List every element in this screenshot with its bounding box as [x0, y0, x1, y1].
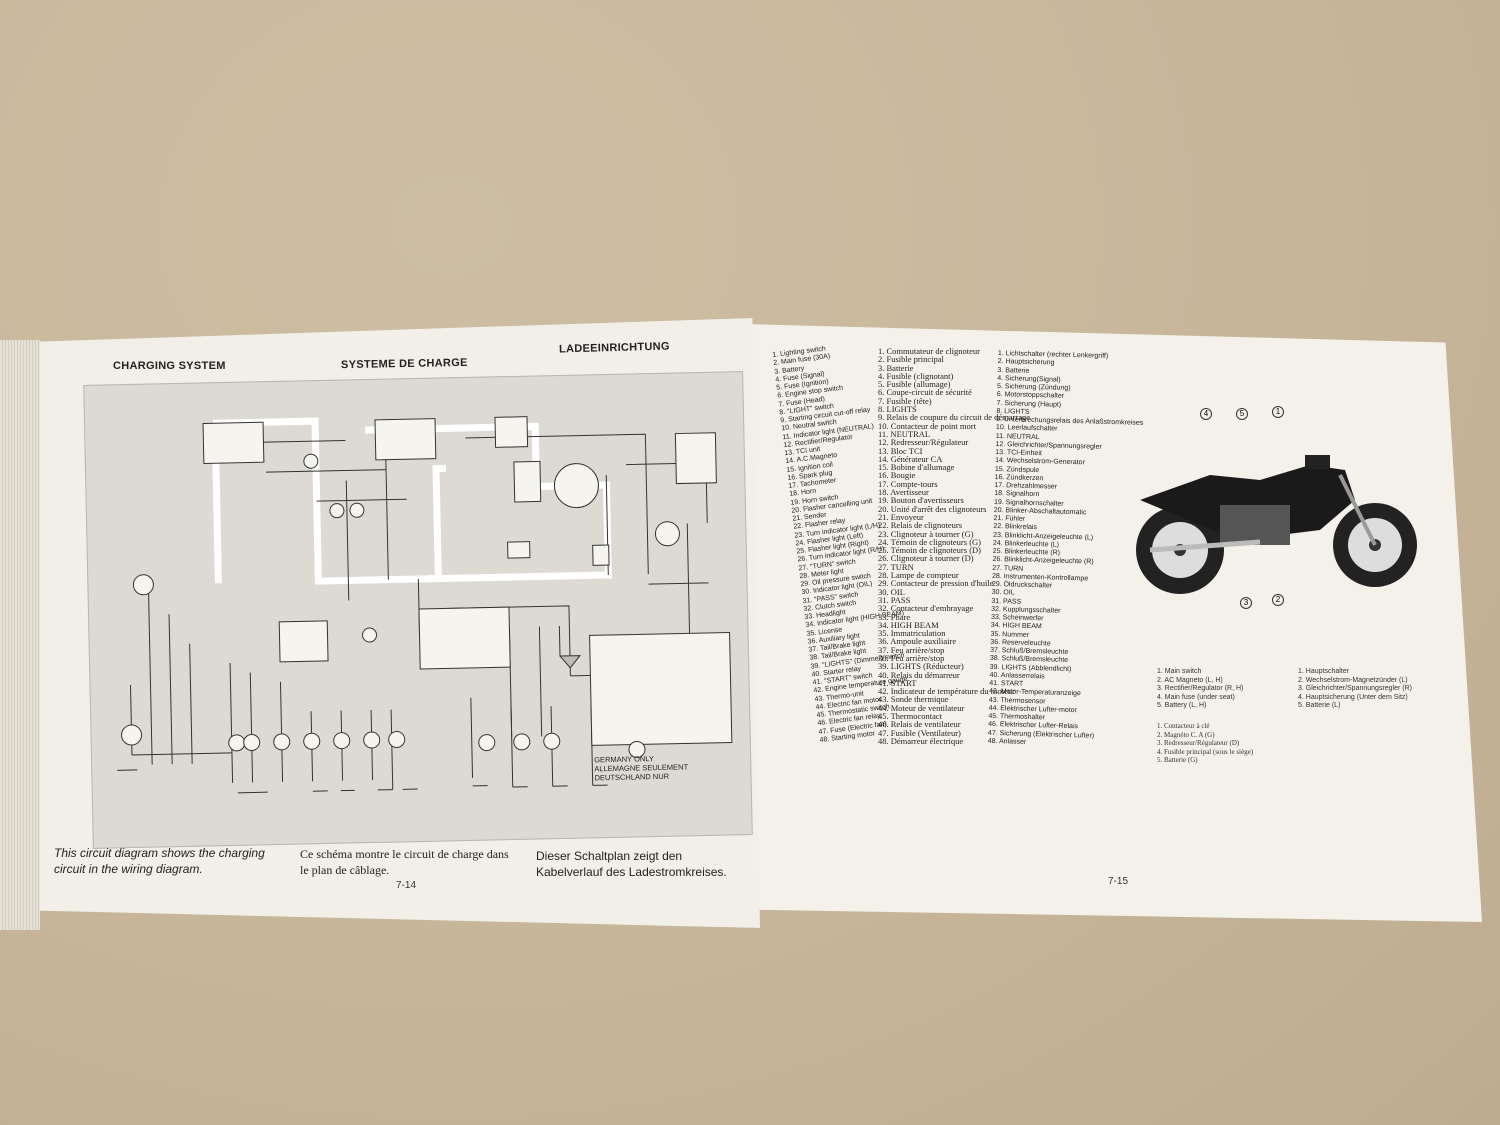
legend-item: 13. Bloc TCI — [878, 445, 923, 456]
fan-motor-symbol — [121, 724, 143, 746]
legend-item: 17. Compte-tours — [878, 478, 938, 489]
wiring-schematic — [117, 416, 733, 794]
legend-item: 20. Unité d'arrêt des clignoteurs — [878, 503, 987, 514]
photo-list-en-item: 1. Main switch — [1157, 668, 1202, 675]
legend-item: 7. Fusible (tête) — [878, 395, 932, 406]
legend-item: 41. START — [878, 677, 917, 688]
photo-list-de-item: 5. Batterie (L) — [1298, 702, 1341, 710]
legend-item: 1. Commutateur de clignoteur — [878, 346, 980, 356]
legend-item: 46. Relais de ventilateur — [878, 719, 961, 730]
photo-list-en-item: 2. AC Magneto (L, H) — [1157, 676, 1223, 684]
legend-item: 36. Ampoule auxiliaire — [878, 636, 957, 647]
legend-item: 23. Clignoteur à tourner (G) — [878, 528, 974, 539]
page-number-right: 7-15 — [1108, 876, 1129, 887]
legend-item: 5. Fusible (allumage) — [878, 379, 951, 390]
legend-item: 30. OIL — [878, 586, 905, 597]
legend-item: 47. Fusible (Ventilateur) — [878, 727, 961, 738]
lighting-switch-box — [202, 421, 265, 464]
callout-1: 1 — [1272, 406, 1284, 418]
photo-list-en-item: 5. Battery (L, H) — [1157, 702, 1207, 710]
legend-item: 45. Thermocontact — [878, 711, 943, 722]
legend-item: 9. Relais de coupure du circuit de démar… — [878, 412, 1030, 423]
turn-switch-box — [418, 606, 511, 670]
legend-item: 37. Feu arrière/stop — [878, 644, 945, 655]
legend-item: 29. Contacteur de pression d'huile — [878, 578, 994, 589]
photo-list-en: 1. Main switch 2. AC Magneto (L, H) 3. R… — [1157, 668, 1243, 711]
legend-item: 25. Témoin de clignoteurs (D) — [878, 545, 982, 556]
legend-item: 6. Coupe-circuit de sécurité — [878, 387, 972, 398]
legend-item: 22. Relais de clignoteurs — [878, 520, 963, 531]
photo-list-fr-item: 3. Redresseur/Régulateur (D) — [1157, 739, 1240, 748]
legend-item: 26. Clignoteur à tourner (D) — [878, 553, 974, 564]
callout-5: 5 — [1236, 408, 1248, 420]
legend-item: 40. Relais du démarreur — [878, 669, 960, 680]
legend-item: 24. Témoin de clignoteurs (G) — [878, 536, 982, 547]
legend-item: 12. Redresseur/Régulateur — [878, 437, 969, 448]
callout-4: 4 — [1200, 408, 1212, 420]
legend-item: 42. Indicateur de température du moteur — [878, 686, 1015, 697]
legend-item: 34. HIGH BEAM — [878, 619, 939, 630]
right-page — [752, 324, 1482, 922]
germany-only-note: GERMANY ONLY ALLEMAGNE SEULEMENT DEUTSCH… — [594, 753, 688, 782]
header-en: CHARGING SYSTEM — [113, 360, 226, 372]
legend-item: 10. Contacteur de point mort — [878, 420, 976, 431]
legend-item: 32. Contacteur d'embrayage — [878, 603, 974, 614]
ignition-coil-box — [674, 432, 717, 485]
germany-only-box — [589, 631, 733, 746]
legend-item: 11. NEUTRAL — [878, 428, 931, 439]
header-fr: SYSTEME DE CHARGE — [340, 356, 468, 372]
photo-list-de-item: 1. Hauptschalter — [1298, 668, 1349, 675]
ac-magneto-symbol — [553, 463, 599, 509]
legend-item: 39. LIGHTS (Réducteur) — [878, 661, 964, 672]
legend-item: 8. LIGHTS — [878, 404, 917, 415]
motorcycle-photo — [1136, 455, 1417, 594]
caption-fr: Ce schéma montre le circuit de charge da… — [300, 847, 509, 877]
callout-2: 2 — [1272, 594, 1284, 606]
caption-en: This circuit diagram shows the charging … — [54, 846, 265, 876]
photo-list-fr-item: 2. Magnéto C. A (G) — [1157, 730, 1215, 739]
page-edges — [0, 340, 40, 930]
photo-list-fr-item: 5. Batterie (G) — [1157, 756, 1198, 765]
legend-item: 2. Fusible principal — [878, 354, 944, 365]
dimmer-switch-box — [278, 620, 329, 663]
legend-item: 28. Lampe de compteur — [878, 570, 959, 581]
legend-item: 31. PASS — [878, 594, 911, 605]
photo-list-en-item: 4. Main fuse (under seat) — [1157, 693, 1235, 701]
legend-item: 33. Phare — [878, 611, 911, 622]
legend-item: 15. Bobine d'allumage — [878, 462, 955, 473]
highlighted-circuit-path — [212, 417, 447, 585]
light-switch-box — [374, 418, 437, 461]
legend-item: 3. Batterie — [878, 362, 914, 373]
legend-item: 4. Fusible (clignotant) — [878, 370, 954, 381]
legend-item: 16. Bougie — [878, 470, 916, 481]
page-number-left: 7-14 — [396, 880, 417, 891]
callout-3: 3 — [1240, 597, 1252, 609]
circuit-diagram: GERMANY ONLY ALLEMAGNE SEULEMENT DEUTSCH… — [83, 371, 753, 849]
legend-item: 14. Générateur CA — [878, 453, 943, 464]
photo-list-fr-item: 4. Fusible principal (sous le siège) — [1157, 747, 1254, 756]
photo-list-de: 1. Hauptschalter 2. Wechselstrom-Magnetz… — [1298, 668, 1412, 711]
legend-item: 35. Immatriculation — [878, 628, 946, 639]
legend-item: 21. Envoyeur — [878, 511, 924, 522]
legend-item: 48. Démarreur électrique — [878, 735, 964, 746]
legend-item: 44. Moteur de ventilateur — [878, 702, 965, 713]
starting-motor-symbol — [132, 574, 154, 596]
photo-list-de-item: 4. Hauptsicherung (Unter dem Sitz) — [1298, 693, 1408, 701]
legend-item: 18. Avertisseur — [878, 487, 929, 498]
photo-list-de-item: 2. Wechselstrom-Magnetzünder (L) — [1298, 676, 1408, 684]
legend-item: 38. Feu arrière/stop — [878, 652, 945, 663]
rectifier-box — [494, 416, 529, 448]
legend-item: 27. TURN — [878, 561, 914, 572]
legend-item: 43. Sonde thermique — [878, 694, 949, 705]
photo-list-en-item: 3. Rectifier/Regulator (R, H) — [1157, 685, 1244, 693]
legend-item: 19. Bouton d'avertisseurs — [878, 495, 964, 506]
caption-de: Dieser Schaltplan zeigt den Kabelverlauf… — [536, 849, 727, 879]
photo-list-fr-item: 1. Contacteur à clé — [1157, 722, 1210, 730]
tci-unit-box — [513, 460, 542, 503]
photo-list-fr: 1. Contacteur à clé 2. Magnéto C. A (G) … — [1157, 722, 1253, 765]
tachometer-symbol — [654, 521, 680, 547]
photo-list-de-item: 3. Gleichrichter/Spannungsregler (R) — [1298, 685, 1412, 693]
